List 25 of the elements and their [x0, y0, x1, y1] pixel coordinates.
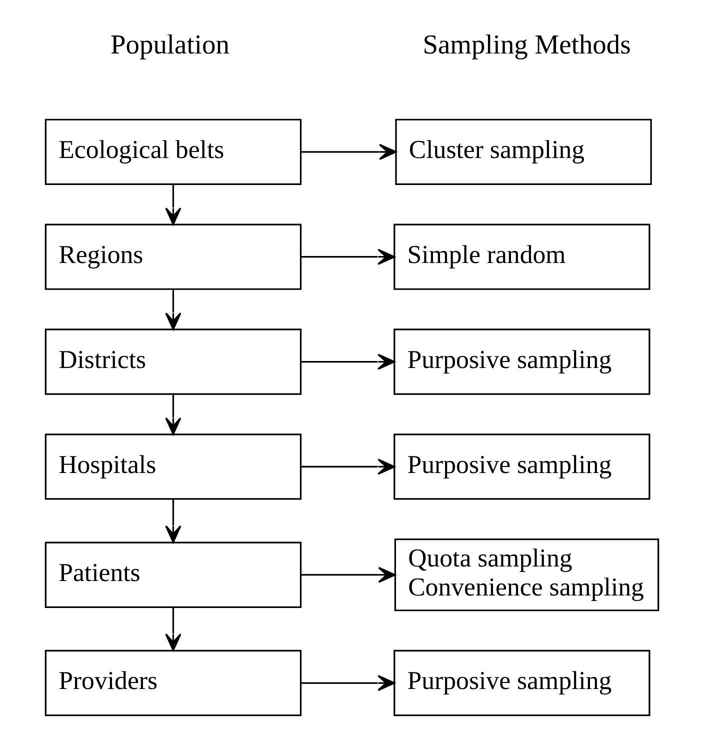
node-box: Quota sampling Convenience sampling	[394, 538, 659, 612]
arrow	[300, 458, 395, 475]
arrow	[300, 354, 395, 370]
node-box: Simple random	[393, 224, 650, 290]
arrow	[164, 499, 181, 543]
node-box: Purposive sampling	[393, 650, 650, 716]
node-box: Providers	[44, 650, 302, 716]
node-box: Ecological belts	[44, 118, 302, 185]
node-box: Hospitals	[44, 434, 302, 500]
arrow	[300, 144, 396, 160]
arrow	[164, 607, 181, 652]
arrow	[164, 290, 181, 330]
arrow	[300, 248, 395, 265]
arrow	[164, 184, 181, 226]
node-box: Districts	[44, 328, 302, 395]
label: Sampling Methods	[422, 30, 630, 60]
node-box: Purposive sampling	[393, 328, 650, 395]
arrow	[164, 394, 181, 436]
arrow	[300, 674, 395, 692]
node-box: Cluster sampling	[394, 118, 652, 185]
node-box: Patients	[44, 542, 302, 608]
arrow	[300, 566, 396, 583]
node-box: Regions	[44, 224, 302, 290]
label: Population	[110, 30, 229, 60]
node-box: Purposive sampling	[393, 434, 650, 500]
